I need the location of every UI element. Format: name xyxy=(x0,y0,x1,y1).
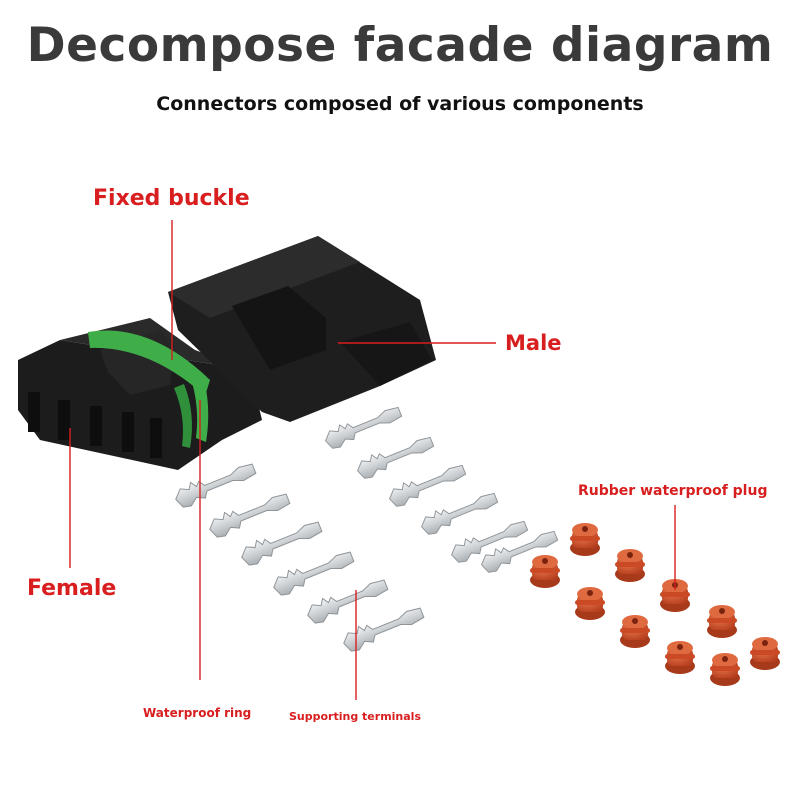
rubber-plugs xyxy=(530,523,780,686)
fixed-buckle-label: Fixed buckle xyxy=(93,186,250,211)
rubber-plug-label: Rubber waterproof plug xyxy=(578,483,768,499)
supporting-terminals-label: Supporting terminals xyxy=(289,710,421,723)
female-label: Female xyxy=(27,576,117,601)
waterproof-ring xyxy=(88,330,210,448)
male-terminals xyxy=(321,401,561,576)
page-subtitle: Connectors composed of various component… xyxy=(156,93,644,115)
female-terminals xyxy=(171,458,427,655)
male-label: Male xyxy=(505,331,562,355)
callout-lines xyxy=(69,220,676,700)
page-title: Decompose facade diagram xyxy=(26,18,774,73)
male-connector xyxy=(168,236,436,422)
waterproof-ring-label: Waterproof ring xyxy=(143,706,252,720)
